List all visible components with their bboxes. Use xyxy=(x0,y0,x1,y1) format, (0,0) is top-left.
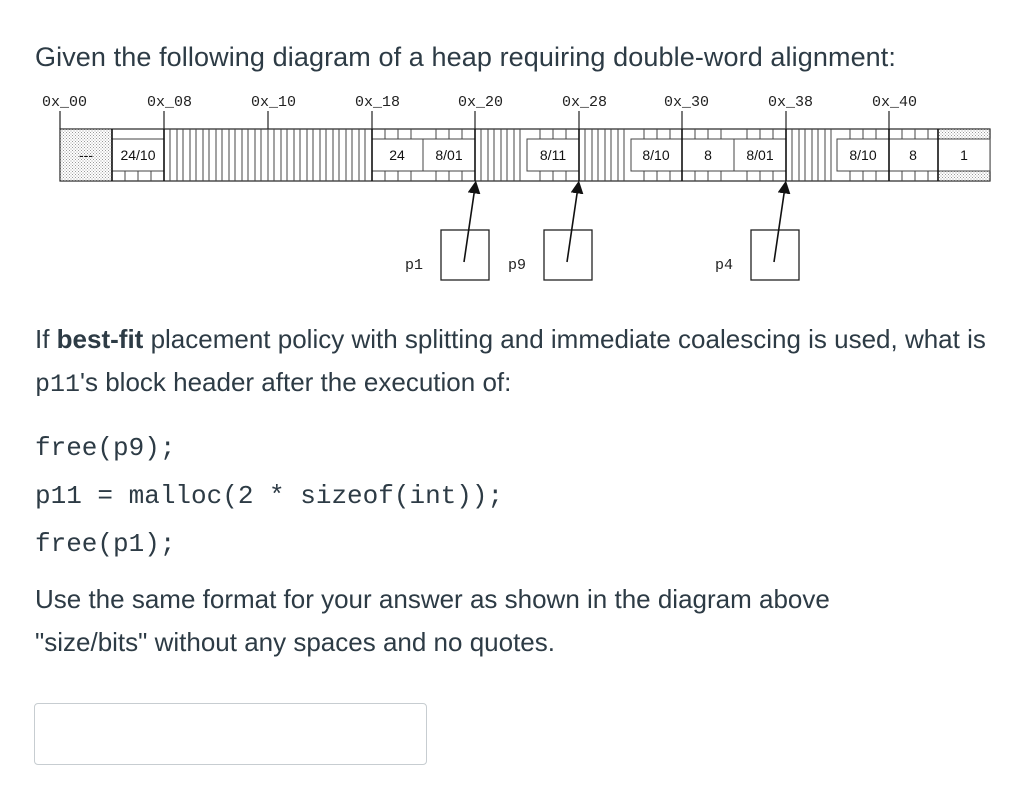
prompt-bold-text: best-fit xyxy=(56,324,144,354)
instructions-line: Use the same format for your answer as s… xyxy=(35,584,830,614)
heap-diagram: 0x_00 0x_08 0x_10 0x_18 0x_20 0x_28 0x_3… xyxy=(42,94,991,281)
address-label: 0x_20 xyxy=(458,94,503,111)
pointer-label-p4: p4 xyxy=(715,257,733,274)
address-label: 0x_10 xyxy=(251,94,296,111)
address-label: 0x_28 xyxy=(562,94,607,111)
address-label: 0x_18 xyxy=(355,94,400,111)
pointer-label-p1: p1 xyxy=(405,257,423,274)
heap-cell: 8/10 xyxy=(849,147,876,163)
address-label: 0x_08 xyxy=(147,94,192,111)
prompt-text: 's block header after the execution of: xyxy=(80,367,512,397)
code-line: p11 = malloc(2 * sizeof(int)); xyxy=(35,481,504,511)
answer-instructions: Use the same format for your answer as s… xyxy=(35,578,995,664)
question-prompt: If best-fit placement policy with splitt… xyxy=(35,318,995,406)
heap-cell-prologue: --- xyxy=(79,147,93,163)
heap-cell: 24 xyxy=(389,147,405,163)
answer-input[interactable] xyxy=(34,703,427,765)
heap-cell-epilogue: 1 xyxy=(960,147,968,163)
code-line: free(p9); xyxy=(35,433,176,463)
heap-cell: 8 xyxy=(909,147,917,163)
address-label: 0x_30 xyxy=(664,94,709,111)
prompt-text: If xyxy=(35,324,57,354)
code-line: free(p1); xyxy=(35,529,176,559)
heap-cell: 8 xyxy=(704,147,712,163)
arrow-icon xyxy=(463,180,481,263)
heap-cell: 8/01 xyxy=(746,147,773,163)
heap-cell: 24/10 xyxy=(120,147,155,163)
address-label: 0x_00 xyxy=(42,94,87,111)
arrow-icon xyxy=(566,180,584,263)
arrow-icon xyxy=(773,180,791,263)
instructions-line: "size/bits" without any spaces and no qu… xyxy=(35,627,555,657)
heap-cell: 8/01 xyxy=(435,147,462,163)
code-block: free(p9); p11 = malloc(2 * sizeof(int)); f… xyxy=(35,424,503,568)
prompt-code: p11 xyxy=(35,370,81,399)
heap-cell: 8/10 xyxy=(642,147,669,163)
pointer-label-p9: p9 xyxy=(508,257,526,274)
address-label: 0x_38 xyxy=(768,94,813,111)
prompt-text: placement policy with splitting and imme… xyxy=(143,324,986,354)
question-intro: Given the following diagram of a heap re… xyxy=(35,42,897,72)
address-label: 0x_40 xyxy=(872,94,917,111)
heap-cell: 8/11 xyxy=(540,147,566,163)
